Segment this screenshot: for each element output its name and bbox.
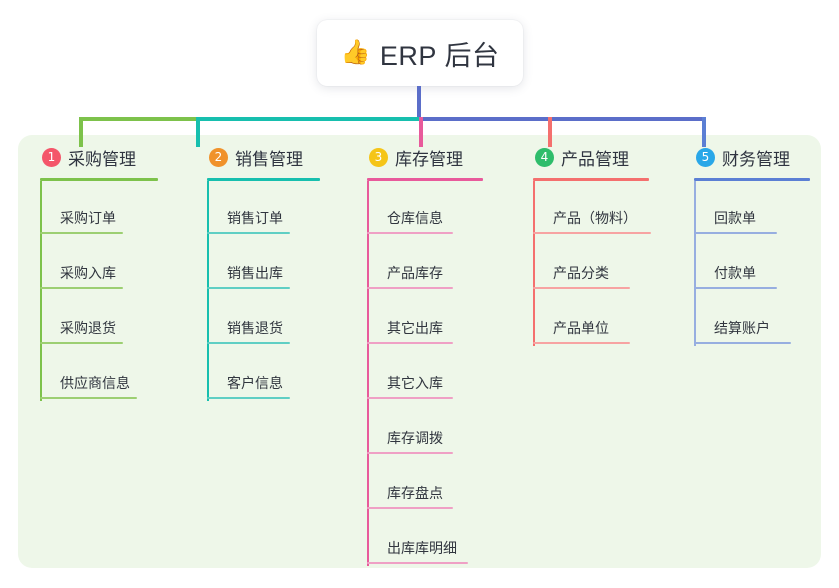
root-node[interactable]: 👍 ERP 后台 <box>317 20 523 86</box>
leaf-label: 产品单位 <box>553 320 609 336</box>
branch-badge-3: 3 <box>369 147 388 167</box>
leaf-label: 付款单 <box>714 265 756 281</box>
connector-drop-4 <box>548 117 552 147</box>
branch-badge-4: 4 <box>535 147 554 167</box>
branch-header-3[interactable]: 3 库存管理 <box>367 144 483 181</box>
branch-underline-1 <box>40 178 158 181</box>
leaf-underline <box>694 287 777 289</box>
leaf-underline <box>367 287 453 289</box>
branch-spine-5 <box>694 181 696 346</box>
branch-title-5: 财务管理 <box>722 149 790 169</box>
branch-title-3: 库存管理 <box>395 149 463 169</box>
branch-underline-5 <box>694 178 810 181</box>
leaf-label: 结算账户 <box>714 320 770 336</box>
diagram-canvas <box>18 135 821 568</box>
connector-bar-right <box>419 117 706 121</box>
branch-column-1: 1 采购管理 采购订单 采购入库 采购退货 供应商信息 <box>40 144 158 401</box>
branch-header-2[interactable]: 2 销售管理 <box>207 144 320 181</box>
leaf-label: 库存调拨 <box>387 430 443 446</box>
branch-title-1: 采购管理 <box>68 149 136 169</box>
leaf-label: 库存盘点 <box>387 485 443 501</box>
leaf-underline <box>40 287 123 289</box>
branch-header-5[interactable]: 5 财务管理 <box>694 144 810 181</box>
branch-badge-5: 5 <box>696 147 715 167</box>
leaf-label: 销售出库 <box>227 265 283 281</box>
leaf-underline <box>207 232 290 234</box>
branch-title-4: 产品管理 <box>561 149 629 169</box>
leaf-underline <box>694 342 791 344</box>
leaf-underline <box>533 287 630 289</box>
branch-spine-1 <box>40 181 42 401</box>
leaf-underline <box>533 342 630 344</box>
leaf-label: 采购退货 <box>60 320 116 336</box>
leaf-label: 其它入库 <box>387 375 443 391</box>
branch-underline-4 <box>533 178 649 181</box>
leaf-label: 产品（物料） <box>553 210 637 226</box>
leaf-underline <box>367 232 453 234</box>
root-node-label-wrap: 👍 ERP 后台 <box>341 34 500 73</box>
branch-spine-2 <box>207 181 209 401</box>
leaf-underline <box>367 342 453 344</box>
leaf-underline <box>367 507 453 509</box>
branch-column-4: 4 产品管理 产品（物料） 产品分类 产品单位 <box>533 144 651 346</box>
leaf-label: 产品分类 <box>553 265 609 281</box>
branch-column-3: 3 库存管理 仓库信息 产品库存 其它出库 其它入库 库存调拨 <box>367 144 483 566</box>
connector-bar-mid <box>196 117 421 121</box>
connector-drop-1 <box>79 117 83 147</box>
leaf-label: 销售退货 <box>227 320 283 336</box>
leaf-underline <box>207 342 290 344</box>
branch-underline-3 <box>367 178 483 181</box>
branch-title-2: 销售管理 <box>235 149 303 169</box>
leaf-underline <box>367 452 453 454</box>
branch-header-4[interactable]: 4 产品管理 <box>533 144 649 181</box>
connector-drop-3 <box>419 117 423 147</box>
leaf-label: 销售订单 <box>227 210 283 226</box>
leaf-underline <box>367 397 453 399</box>
leaf-label: 采购订单 <box>60 210 116 226</box>
leaf-underline <box>40 397 137 399</box>
leaf-label: 采购入库 <box>60 265 116 281</box>
branch-badge-1: 1 <box>42 147 61 167</box>
branch-header-1[interactable]: 1 采购管理 <box>40 144 158 181</box>
leaf-underline <box>694 232 777 234</box>
connector-drop-5 <box>702 117 706 147</box>
branch-column-5: 5 财务管理 回款单 付款单 结算账户 <box>694 144 810 346</box>
thumbs-up-emoji: 👍 <box>340 39 371 66</box>
leaf-label: 出库库明细 <box>387 540 457 556</box>
leaf-label: 产品库存 <box>387 265 443 281</box>
root-node-label: ERP 后台 <box>379 40 500 71</box>
leaf-underline <box>40 342 123 344</box>
branch-spine-3 <box>367 181 369 566</box>
connector-drop-2 <box>196 117 200 147</box>
leaf-label: 回款单 <box>714 210 756 226</box>
leaf-label: 客户信息 <box>227 375 283 391</box>
leaf-label: 仓库信息 <box>387 210 443 226</box>
branch-column-2: 2 销售管理 销售订单 销售出库 销售退货 客户信息 <box>207 144 320 401</box>
connector-bar-left <box>79 117 198 121</box>
branch-underline-2 <box>207 178 320 181</box>
leaf-label: 其它出库 <box>387 320 443 336</box>
branch-badge-2: 2 <box>209 147 228 167</box>
leaf-label: 供应商信息 <box>60 375 130 391</box>
leaf-underline <box>533 232 651 234</box>
connector-root-stem <box>417 86 421 118</box>
leaf-underline <box>207 287 290 289</box>
branch-spine-4 <box>533 181 535 346</box>
leaf-underline <box>367 562 468 564</box>
leaf-underline <box>40 232 123 234</box>
leaf-underline <box>207 397 290 399</box>
